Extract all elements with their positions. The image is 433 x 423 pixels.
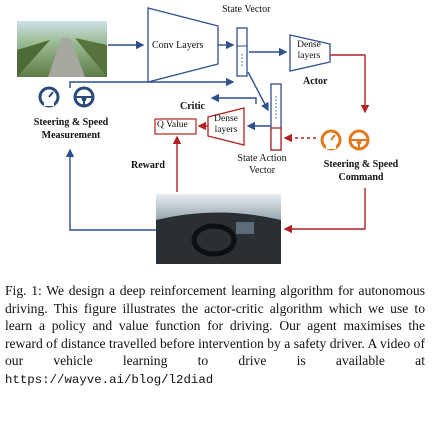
- actor-critic-figure: State Vector Conv Layers Dense layers Ac…: [17, 4, 399, 264]
- steering-wheel-icon: [73, 86, 95, 108]
- arrow-state-to-state-action: [247, 71, 269, 112]
- caption-url[interactable]: https://wayve.ai/blog/l2diad: [5, 372, 214, 387]
- arrow-to-critic: [210, 93, 257, 104]
- critic-dense-label: Dense layers: [214, 114, 238, 135]
- state-action-vector-bar: [270, 83, 282, 151]
- figure-diagram: [17, 7, 370, 264]
- reward-label: Reward: [131, 160, 165, 171]
- q-value-label: Q Value: [157, 120, 188, 130]
- speedometer-icon: [38, 86, 60, 108]
- arrow-car-to-measurement: [65, 148, 156, 231]
- state-action-vector-label: State Action Vector: [237, 153, 287, 176]
- steering-speed-command-label: Steering & Speed Command: [323, 159, 399, 183]
- speedometer-command-icon: [320, 129, 342, 151]
- state-vector-label: State Vector: [222, 4, 271, 15]
- arrow-command-to-car: [283, 188, 366, 234]
- steering-speed-measurement-label: Steering & Speed Measurement: [33, 117, 109, 141]
- road-camera-image: [17, 21, 107, 77]
- arrow-actor-to-command: [330, 54, 370, 114]
- actor-label: Actor: [303, 76, 328, 87]
- steering-wheel-command-icon: [348, 129, 370, 151]
- conv-layers-block: [147, 7, 219, 83]
- figure-caption: Fig. 1: We design a deep reinforcement l…: [5, 282, 425, 389]
- q-value-box: [154, 118, 197, 135]
- critic-label: Critic: [180, 101, 205, 112]
- actor-dense-label: Dense layers: [297, 40, 321, 61]
- car-interior-image: [156, 194, 281, 264]
- state-vector-bar: [236, 27, 248, 77]
- actor-dense-block: [289, 34, 331, 72]
- caption-text: Fig. 1: We design a deep reinforcement l…: [5, 283, 425, 368]
- critic-dense-block: [207, 107, 245, 146]
- conv-layers-label: Conv Layers: [152, 40, 204, 51]
- arrow-measurement-to-state: [69, 77, 235, 88]
